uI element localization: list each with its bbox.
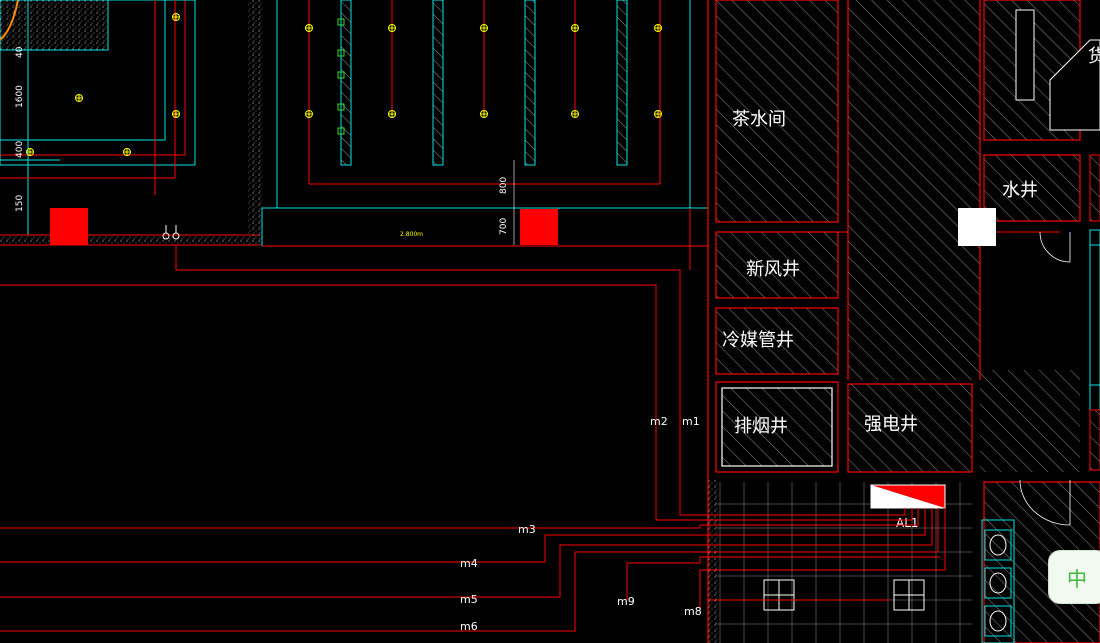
fresh-air-shaft-box <box>715 231 839 299</box>
dim-800: 800 <box>499 177 509 194</box>
dim-40: 40 <box>15 46 25 58</box>
circuit-labels: m2 m1 m3 m4 m5 m9 m8 m6 <box>460 415 702 633</box>
red-equipment-block-left[interactable] <box>50 208 88 245</box>
dim-400: 400 <box>15 141 25 158</box>
circuit-m3: m3 <box>518 523 536 536</box>
dim-700: 700 <box>499 218 509 235</box>
wall-column <box>248 0 262 245</box>
al1-label: AL1 <box>896 516 919 530</box>
circuit-m2: m2 <box>650 415 668 428</box>
power-shaft-box <box>847 383 973 473</box>
room-labels: 茶水间 水井 新风井 冷媒管井 排烟井 强电井 货 <box>722 46 1100 437</box>
tiled-corridor <box>708 480 972 643</box>
room-label-water-shaft: 水井 <box>1002 180 1038 201</box>
light-fixtures <box>26 13 662 156</box>
shaft-core <box>707 0 1080 643</box>
ime-indicator-label: 中 <box>1067 566 1087 591</box>
dim-1600: 1600 <box>15 85 25 108</box>
green-sensor-symbols <box>337 18 345 135</box>
refrigerant-shaft-box <box>715 307 839 375</box>
circuit-m1: m1 <box>682 415 700 428</box>
water-shaft-box <box>983 154 1081 222</box>
top-center-room <box>261 0 709 247</box>
ime-indicator-badge[interactable]: 中 <box>1048 550 1100 604</box>
switch-symbols <box>162 225 180 240</box>
circuit-m5: m5 <box>460 593 478 606</box>
room-label-refrigerant-shaft: 冷媒管井 <box>722 330 794 351</box>
tea-room-box <box>715 0 839 223</box>
room-label-fresh-air-shaft: 新风井 <box>746 259 800 280</box>
dim-150: 150 <box>15 195 25 212</box>
al1-panel[interactable]: AL1 <box>870 484 946 530</box>
dimension-labels-left: 40 1600 400 150 <box>15 46 25 212</box>
red-equipment-block-center[interactable] <box>520 209 558 245</box>
smoke-exhaust-shaft-box <box>721 387 833 467</box>
room-label-tea-room: 茶水间 <box>732 109 786 130</box>
room-label-power-shaft: 强电井 <box>864 414 918 435</box>
elevation-label: 2.800m <box>400 231 423 238</box>
room-label-smoke-exhaust-shaft: 排烟井 <box>734 416 788 437</box>
circuit-wiring <box>0 208 946 632</box>
circuit-m9: m9 <box>617 595 635 608</box>
circuit-m8: m8 <box>684 605 702 618</box>
toilet-fixtures <box>981 244 1100 643</box>
top-left-room <box>0 0 196 235</box>
room-label-partial: 货 <box>1088 46 1100 67</box>
circuit-m4: m4 <box>460 557 478 570</box>
wall-band-left <box>0 235 260 245</box>
circuit-m6: m6 <box>460 620 478 633</box>
water-riser-white-block <box>958 208 996 246</box>
